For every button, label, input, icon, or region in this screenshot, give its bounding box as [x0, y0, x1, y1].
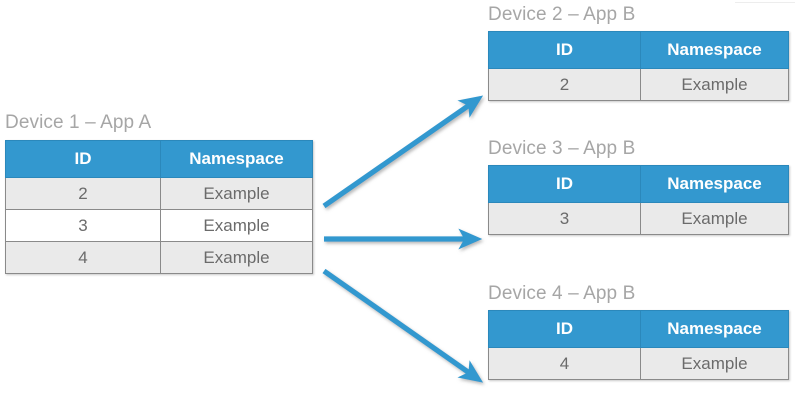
column-header-namespace: Namespace: [160, 140, 313, 178]
column-header-id: ID: [488, 310, 641, 348]
table-row: 3 Example: [488, 202, 789, 235]
device-group-source: Device 1 – App A ID Namespace 2 Example …: [5, 112, 313, 274]
column-header-namespace: Namespace: [640, 165, 789, 203]
table-header-row: ID Namespace: [488, 310, 789, 348]
device-2-table: ID Namespace 2 Example: [488, 31, 789, 101]
table-header-row: ID Namespace: [488, 31, 789, 69]
device-3-title: Device 3 – App B: [488, 138, 636, 159]
cell-id: 2: [488, 68, 641, 101]
device-group-target-2: Device 2 – App B ID Namespace 2 Example: [488, 4, 789, 101]
device-2-title: Device 2 – App B: [488, 4, 636, 25]
cell-namespace: Example: [160, 241, 313, 274]
cell-id: 2: [5, 177, 161, 210]
device-group-target-3: Device 3 – App B ID Namespace 3 Example: [488, 138, 789, 235]
device-1-title: Device 1 – App A: [5, 112, 152, 133]
top-hairline-artifact: [735, 2, 795, 3]
device-4-table: ID Namespace 4 Example: [488, 310, 789, 380]
cell-id: 3: [5, 209, 161, 242]
table-row: 2 Example: [5, 177, 313, 210]
device-group-target-4: Device 4 – App B ID Namespace 4 Example: [488, 283, 789, 380]
table-row: 4 Example: [488, 347, 789, 380]
table-row: 2 Example: [488, 68, 789, 101]
cell-namespace: Example: [160, 209, 313, 242]
cell-namespace: Example: [160, 177, 313, 210]
column-header-id: ID: [488, 165, 641, 203]
column-header-id: ID: [5, 140, 161, 178]
cell-namespace: Example: [640, 347, 789, 380]
device-1-table: ID Namespace 2 Example 3 Example 4 Examp…: [5, 140, 313, 274]
cell-namespace: Example: [640, 68, 789, 101]
device-3-table: ID Namespace 3 Example: [488, 165, 789, 235]
table-row: 3 Example: [5, 209, 313, 242]
cell-id: 4: [5, 241, 161, 274]
cell-id: 3: [488, 202, 641, 235]
cell-namespace: Example: [640, 202, 789, 235]
column-header-id: ID: [488, 31, 641, 69]
table-header-row: ID Namespace: [488, 165, 789, 203]
column-header-namespace: Namespace: [640, 31, 789, 69]
table-header-row: ID Namespace: [5, 140, 313, 178]
column-header-namespace: Namespace: [640, 310, 789, 348]
table-row: 4 Example: [5, 241, 313, 274]
cell-id: 4: [488, 347, 641, 380]
device-4-title: Device 4 – App B: [488, 283, 636, 304]
arrow-row-2-to-device-2: [322, 95, 484, 209]
arrow-row-4-to-device-4: [322, 268, 484, 383]
